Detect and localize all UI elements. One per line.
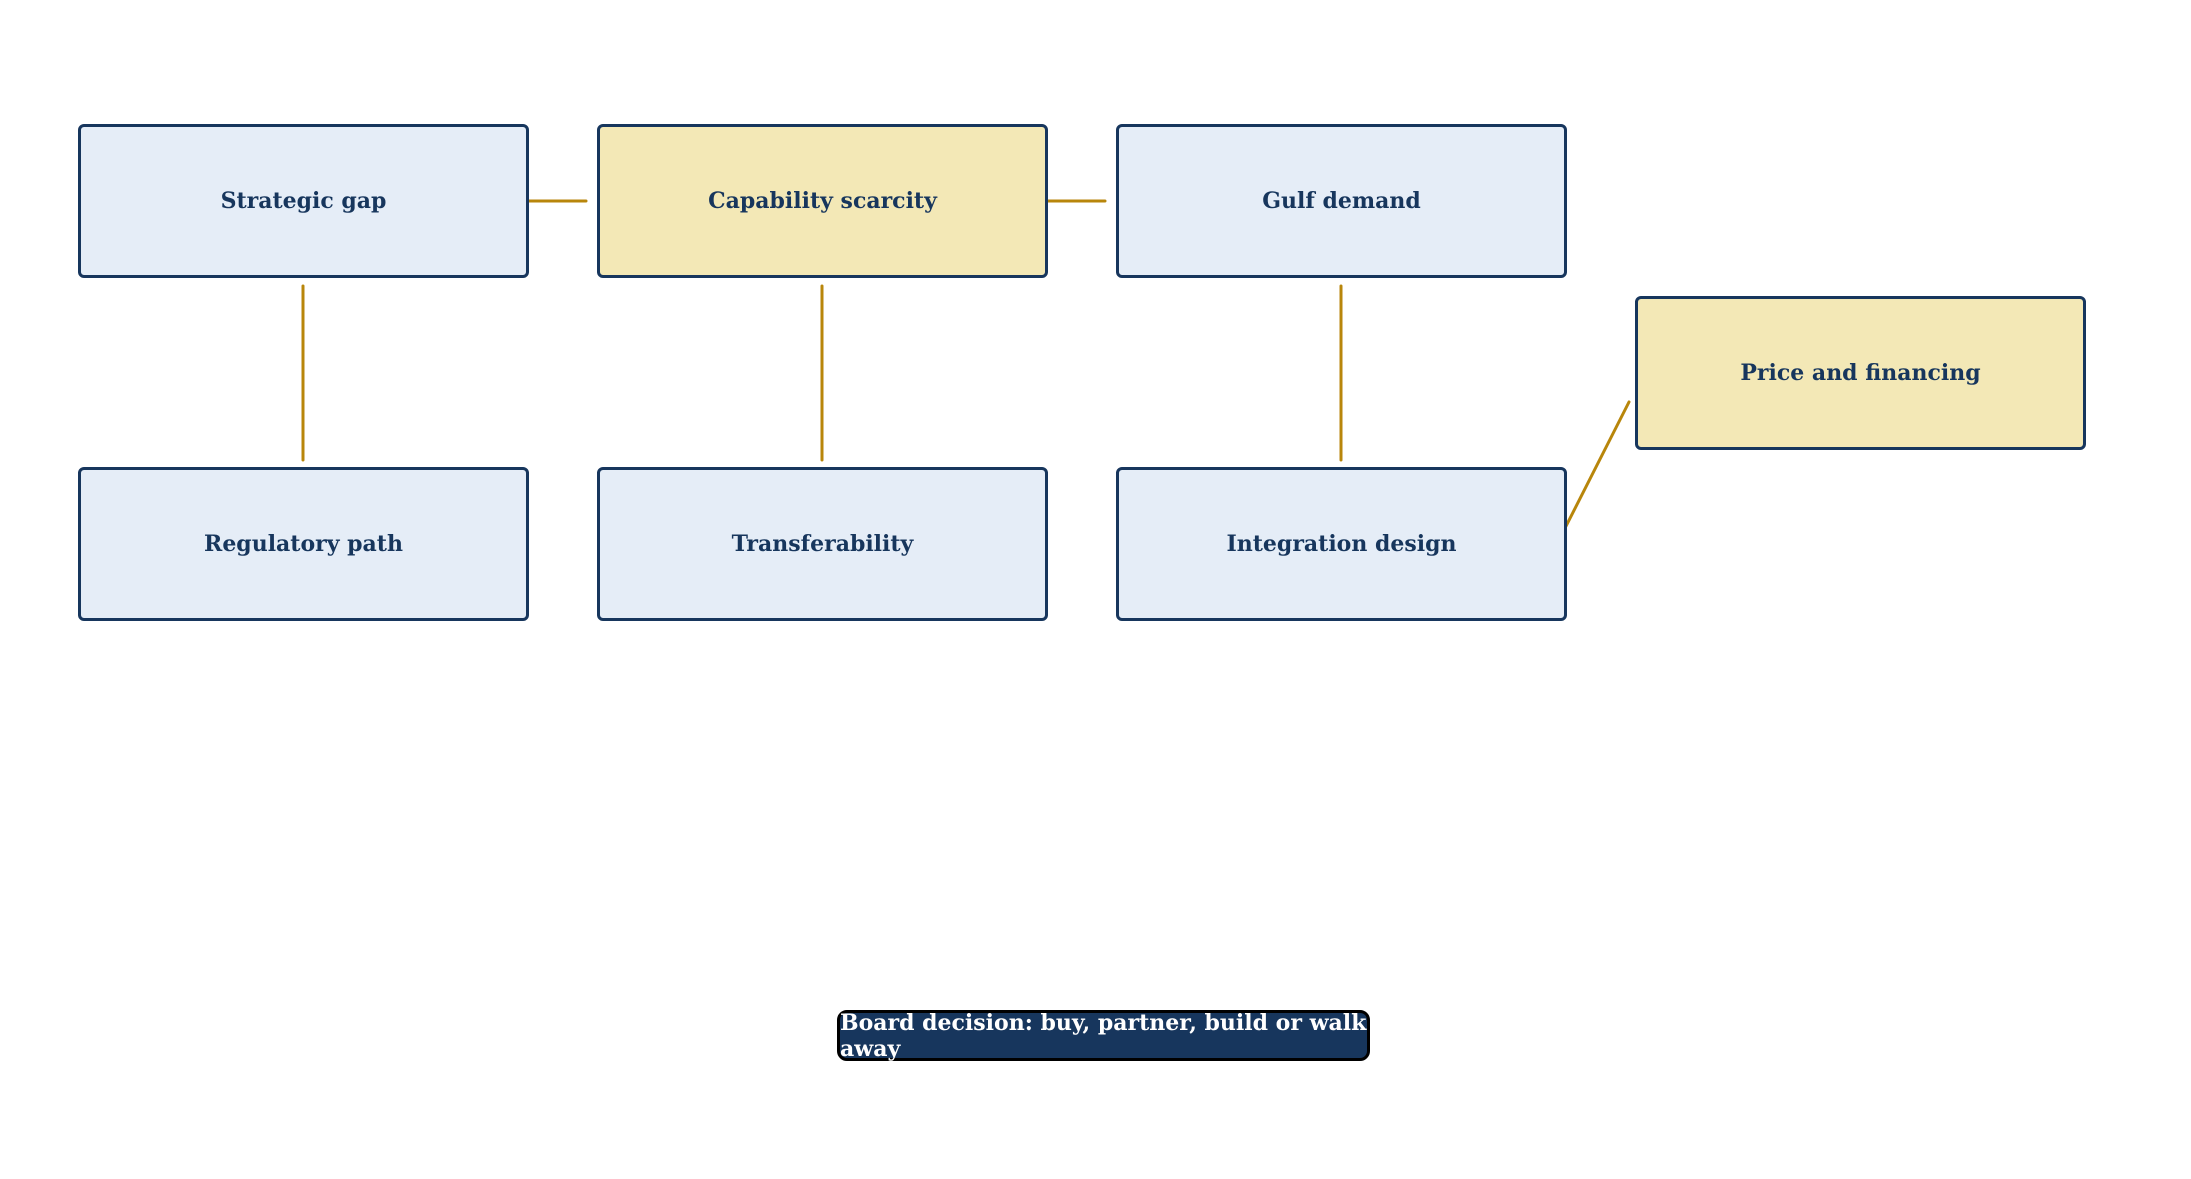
node-transferability: Transferability <box>597 467 1048 621</box>
node-price-and-financing: Price and financing <box>1635 296 2086 450</box>
node-gulf-demand: Gulf demand <box>1116 124 1567 278</box>
connector-integration-design-to-price-and-financing <box>1558 400 1631 540</box>
node-label: Integration design <box>1226 531 1457 557</box>
node-label: Capability scarcity <box>708 188 937 214</box>
node-label: Regulatory path <box>204 531 403 557</box>
node-label: Transferability <box>731 531 914 557</box>
node-integration-design: Integration design <box>1116 467 1567 621</box>
decision-label: Board decision: buy, partner, build or w… <box>840 1009 1367 1062</box>
node-label: Gulf demand <box>1262 188 1421 214</box>
board-decision-banner: Board decision: buy, partner, build or w… <box>837 1009 1370 1062</box>
node-strategic-gap: Strategic gap <box>78 124 529 278</box>
node-label: Strategic gap <box>220 188 387 214</box>
node-regulatory-path: Regulatory path <box>78 467 529 621</box>
node-capability-scarcity: Capability scarcity <box>597 124 1048 278</box>
node-label: Price and financing <box>1740 360 1981 386</box>
